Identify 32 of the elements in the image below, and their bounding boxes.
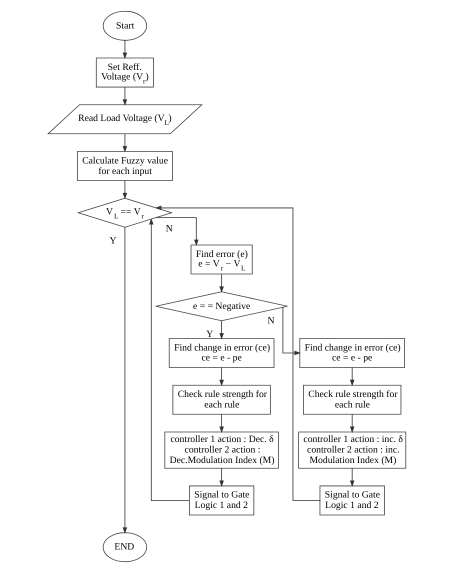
arrow	[218, 274, 224, 293]
node-box: Find error (e) e = V$_{r}$ − V$_{L}$	[190, 244, 252, 274]
node-box: controller 1 action : inc. δ controller 2 action : inc. Modulation Index (M)	[298, 432, 406, 469]
node-box: Check rule strength for each rule	[302, 384, 401, 415]
node-box: Find change in error (ce) ce = e - pe	[298, 338, 404, 368]
arrow	[349, 367, 354, 386]
node-box: Calculate Fuzzy value for each input	[76, 151, 172, 181]
arrow	[154, 206, 320, 501]
node-box: Signal to Gate Logic 1 and 2	[188, 486, 254, 516]
arrow	[218, 320, 224, 340]
arrow	[218, 468, 224, 487]
arrow	[122, 40, 127, 60]
arrow	[282, 307, 300, 356]
node-box: Signal to Gate Logic 1 and 2	[319, 486, 384, 516]
edge-label: Y	[206, 328, 213, 340]
edge-label: Y	[108, 235, 116, 246]
arrow	[122, 180, 127, 200]
node-box: Find change in error (ce) ce = e - pe	[168, 338, 274, 368]
arrow	[155, 217, 198, 246]
arrow	[148, 218, 190, 501]
node-ellipse: Start	[102, 10, 147, 41]
node-box: Check rule strength for each rule	[172, 384, 270, 415]
arrow	[122, 133, 127, 153]
node-ellipse: END	[102, 532, 147, 562]
arrow	[218, 367, 224, 386]
node-box: controller 1 action : Dec. δ controller 2 action : Dec.Modulation Index (M)	[164, 432, 278, 469]
arrow	[349, 414, 354, 434]
arrow	[122, 226, 127, 534]
arrow	[218, 414, 224, 434]
arrow	[122, 86, 127, 106]
node-box: Set Reff. Voltage (V$_{r}$)	[95, 58, 154, 88]
arrow	[349, 468, 354, 487]
